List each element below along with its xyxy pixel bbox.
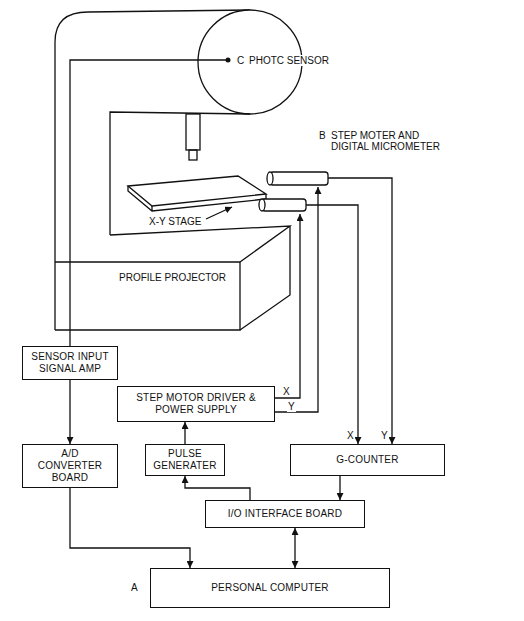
connector-arrow [70,488,190,568]
part-label: X-Y STAGE [148,216,202,227]
converter-box: A/D CONVERTER BOARD [22,444,118,488]
axis-label: Y [287,401,296,412]
motor-wire-y [275,187,318,412]
micrometer-y [270,172,328,185]
connector-arrow [69,380,70,444]
micrometer-x-end [259,199,265,211]
micrometer-y-end [267,172,273,185]
connector-arrow [185,476,250,500]
projector-throat [110,112,250,235]
axis-label: X [346,430,355,441]
micrometer-x [262,199,306,211]
sensor-wire [70,60,226,346]
connector-arrow [184,422,185,444]
leader-line [206,207,232,219]
part-label: PROFILE PROJECTOR [118,272,227,283]
connector-arrow [339,476,340,500]
motor-wire-x [275,214,300,398]
box-text: I/O INTERFACE BOARD [228,508,342,520]
stage-plate-edge [128,186,266,211]
micrometer-wire-y [328,178,392,444]
projection-lens [186,114,200,150]
box-text: PULSE GENERATER [151,448,219,472]
computer-box: PERSONAL COMPUTER [150,568,390,608]
base-front [55,262,240,330]
part-label: STEP MOTER AND DIGITAL MICROMETER [330,130,457,152]
callout-letter: B [318,130,327,141]
micrometer-wire-x [306,205,358,444]
amplifier-box: SENSOR INPUT SIGNAL AMP [22,346,118,380]
base-top-side [110,226,290,330]
connector-arrow [294,528,295,568]
photo-sensor-dot [226,58,231,63]
box-text: PERSONAL COMPUTER [211,582,329,594]
box-text: G-COUNTER [336,454,398,466]
interface-box: I/O INTERFACE BOARD [205,500,365,528]
axis-label: Y [380,430,389,441]
screen-drum [198,10,302,114]
box-text: STEP MOTOR DRIVER & POWER SUPPLY [123,392,269,416]
callout-letter: A [130,582,139,593]
box-text: A/D CONVERTER BOARD [28,448,112,484]
generator-box: PULSE GENERATER [145,444,225,476]
counter-box: G-COUNTER [290,444,445,476]
axis-label: X [282,386,291,397]
driver-box: STEP MOTOR DRIVER & POWER SUPPLY [117,386,275,422]
lens-nose [189,150,197,160]
box-text: SENSOR INPUT SIGNAL AMP [28,351,112,375]
part-label: PHOTC SENSOR [248,55,330,66]
callout-letter: C [236,55,245,66]
